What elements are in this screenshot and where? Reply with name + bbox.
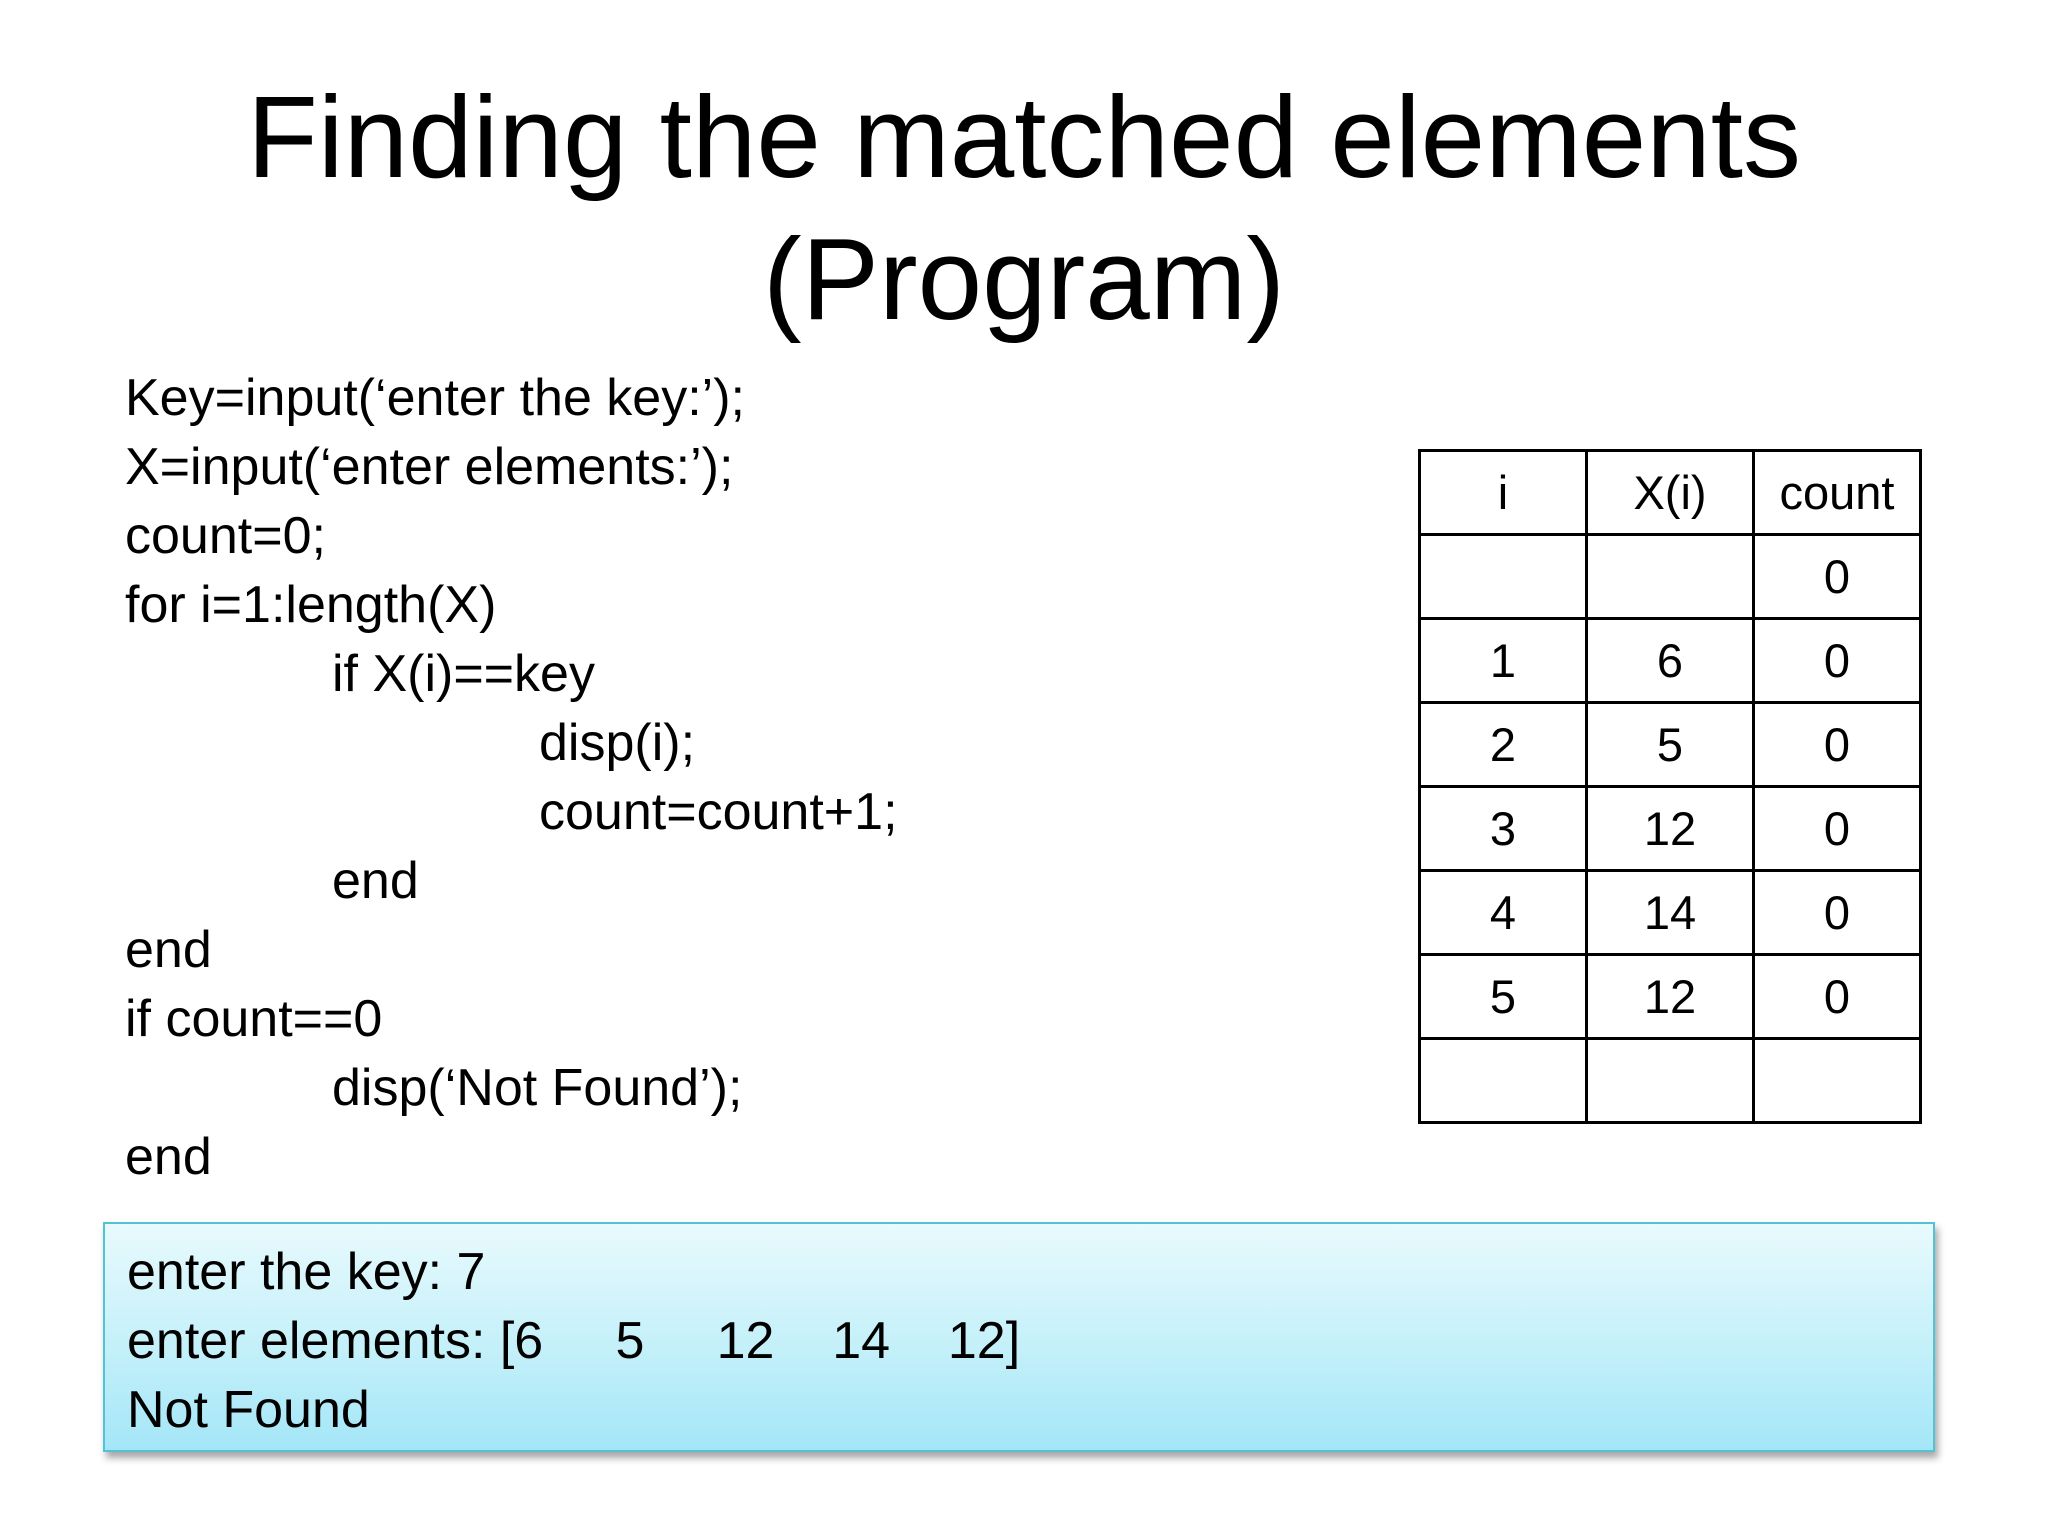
code-line: end bbox=[125, 1128, 212, 1186]
table-cell: 0 bbox=[1752, 869, 1922, 956]
table-cell: 0 bbox=[1752, 617, 1922, 704]
slide-title-line-1: Finding the matched elements bbox=[247, 72, 1801, 202]
table-cell: 6 bbox=[1585, 617, 1755, 704]
output-line: enter the key: 7 bbox=[127, 1243, 486, 1301]
table-row: 0 bbox=[1418, 533, 1922, 620]
table-cell: 4 bbox=[1418, 869, 1588, 956]
code-line: disp(i); bbox=[539, 714, 696, 772]
code-line: Key=input(‘enter the key:’); bbox=[125, 369, 745, 427]
table-row: 2 5 0 bbox=[1418, 701, 1922, 788]
code-line: count=count+1; bbox=[539, 783, 898, 841]
table-cell bbox=[1418, 1037, 1588, 1124]
table-row bbox=[1418, 1037, 1922, 1124]
table-cell bbox=[1585, 1037, 1755, 1124]
table-row: 4 14 0 bbox=[1418, 869, 1922, 956]
code-line: if count==0 bbox=[125, 990, 383, 1048]
table-cell: 0 bbox=[1752, 953, 1922, 1040]
code-line: end bbox=[332, 852, 419, 910]
table-cell bbox=[1585, 533, 1755, 620]
slide-title-line-2: (Program) bbox=[762, 214, 1286, 344]
table-cell: 0 bbox=[1752, 533, 1922, 620]
table-cell bbox=[1752, 1037, 1922, 1124]
table-cell: 3 bbox=[1418, 785, 1588, 872]
program-code: Key=input(‘enter the key:’); X=input(‘en… bbox=[125, 364, 898, 1192]
table-cell: 12 bbox=[1585, 953, 1755, 1040]
code-line: for i=1:length(X) bbox=[125, 576, 497, 634]
table-row: 5 12 0 bbox=[1418, 953, 1922, 1040]
header-cell-xi: X(i) bbox=[1585, 449, 1755, 536]
table-row: 3 12 0 bbox=[1418, 785, 1922, 872]
table-cell: 5 bbox=[1585, 701, 1755, 788]
code-line: count=0; bbox=[125, 507, 326, 565]
table-cell: 0 bbox=[1752, 701, 1922, 788]
table-row: 1 6 0 bbox=[1418, 617, 1922, 704]
table-header-row: i X(i) count bbox=[1418, 449, 1922, 536]
header-cell-count: count bbox=[1752, 449, 1922, 536]
trace-table: i X(i) count 0 1 6 0 2 5 0 3 12 0 4 14 0 bbox=[1418, 449, 1922, 1124]
table-cell: 0 bbox=[1752, 785, 1922, 872]
table-cell: 12 bbox=[1585, 785, 1755, 872]
output-line: Not Found bbox=[127, 1381, 370, 1439]
header-cell-i: i bbox=[1418, 449, 1588, 536]
table-cell: 2 bbox=[1418, 701, 1588, 788]
slide-title: Finding the matched elements (Program) bbox=[0, 66, 2048, 350]
table-cell: 5 bbox=[1418, 953, 1588, 1040]
code-line: end bbox=[125, 921, 212, 979]
table-cell: 1 bbox=[1418, 617, 1588, 704]
table-cell bbox=[1418, 533, 1588, 620]
code-line: disp(‘Not Found’); bbox=[332, 1059, 743, 1117]
code-line: X=input(‘enter elements:’); bbox=[125, 438, 734, 496]
output-line: enter elements: [6 5 12 14 12] bbox=[127, 1312, 1021, 1370]
table-cell: 14 bbox=[1585, 869, 1755, 956]
program-output-box: enter the key: 7 enter elements: [6 5 12… bbox=[103, 1222, 1935, 1452]
code-line: if X(i)==key bbox=[332, 645, 595, 703]
